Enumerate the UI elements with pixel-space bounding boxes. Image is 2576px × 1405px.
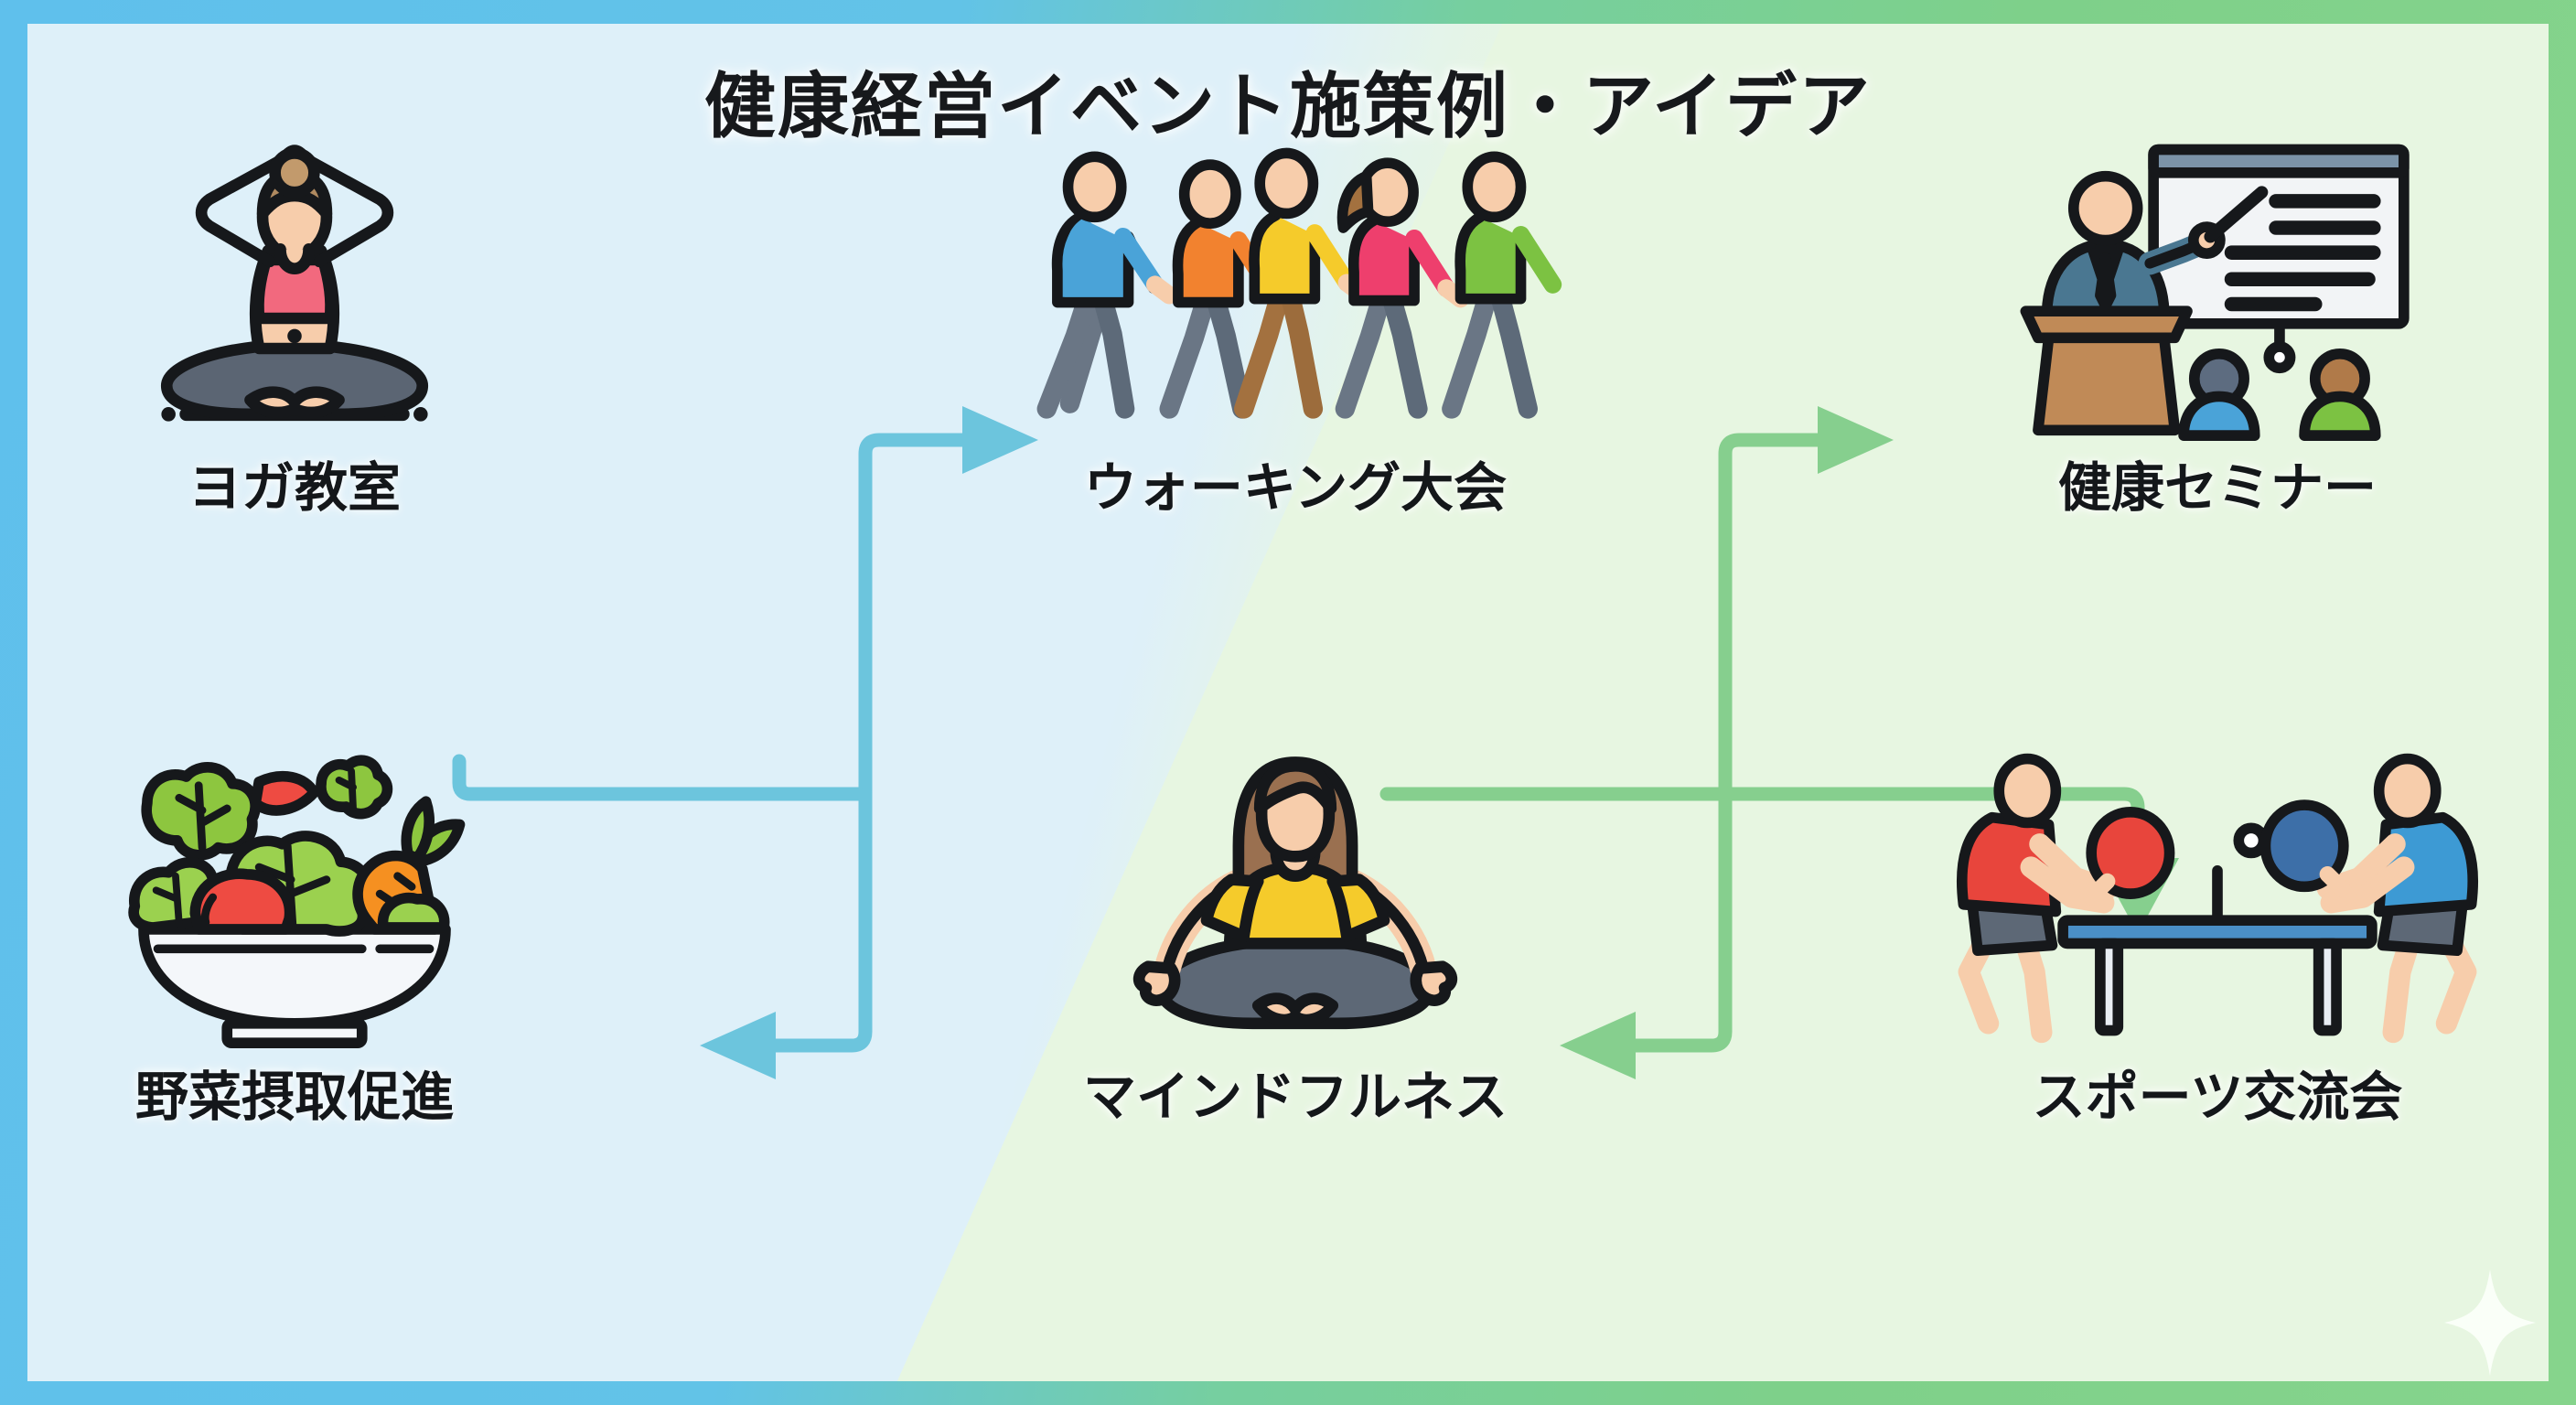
item-card-seminar[interactable]: 健康セミナー (1934, 137, 2501, 521)
player-blue (2259, 753, 2479, 1044)
walker-blue (1036, 151, 1178, 419)
item-card-mindfulness[interactable]: マインドフルネス (1039, 746, 1551, 1131)
content-panel: 健康経営イベント施策例・アイデア (27, 24, 2549, 1381)
item-label-sports: スポーツ交流会 (2032, 1066, 2403, 1128)
item-card-vegetables[interactable]: 野菜摂取促進 (38, 746, 551, 1131)
sparkle-icon (2442, 1268, 2538, 1378)
seminar-speaker-icon (1980, 137, 2455, 441)
salad-bowl-icon (98, 746, 491, 1048)
walker-yellow (1234, 147, 1370, 419)
item-label-seminar: 健康セミナー (2057, 456, 2377, 519)
item-card-sports[interactable]: スポーツ交流会 (1897, 746, 2538, 1131)
player-red (1956, 753, 2175, 1044)
walking-group-icon (1003, 137, 1588, 439)
item-label-yoga: ヨガ教室 (188, 456, 401, 519)
yoga-pose-icon (98, 137, 491, 439)
item-card-walking[interactable]: ウォーキング大会 (975, 137, 1615, 521)
item-label-walking: ウォーキング大会 (1083, 456, 1508, 519)
walker-pink (1335, 157, 1470, 419)
meditation-icon (1099, 746, 1492, 1048)
table-tennis-icon (1925, 746, 2510, 1048)
item-label-vegetables: 野菜摂取促進 (134, 1066, 454, 1128)
page-title: 健康経営イベント施策例・アイデア (703, 66, 1873, 148)
walker-green (1442, 151, 1562, 419)
item-card-yoga[interactable]: ヨガ教室 (38, 137, 551, 521)
item-label-mindfulness: マインドフルネス (1082, 1066, 1508, 1128)
